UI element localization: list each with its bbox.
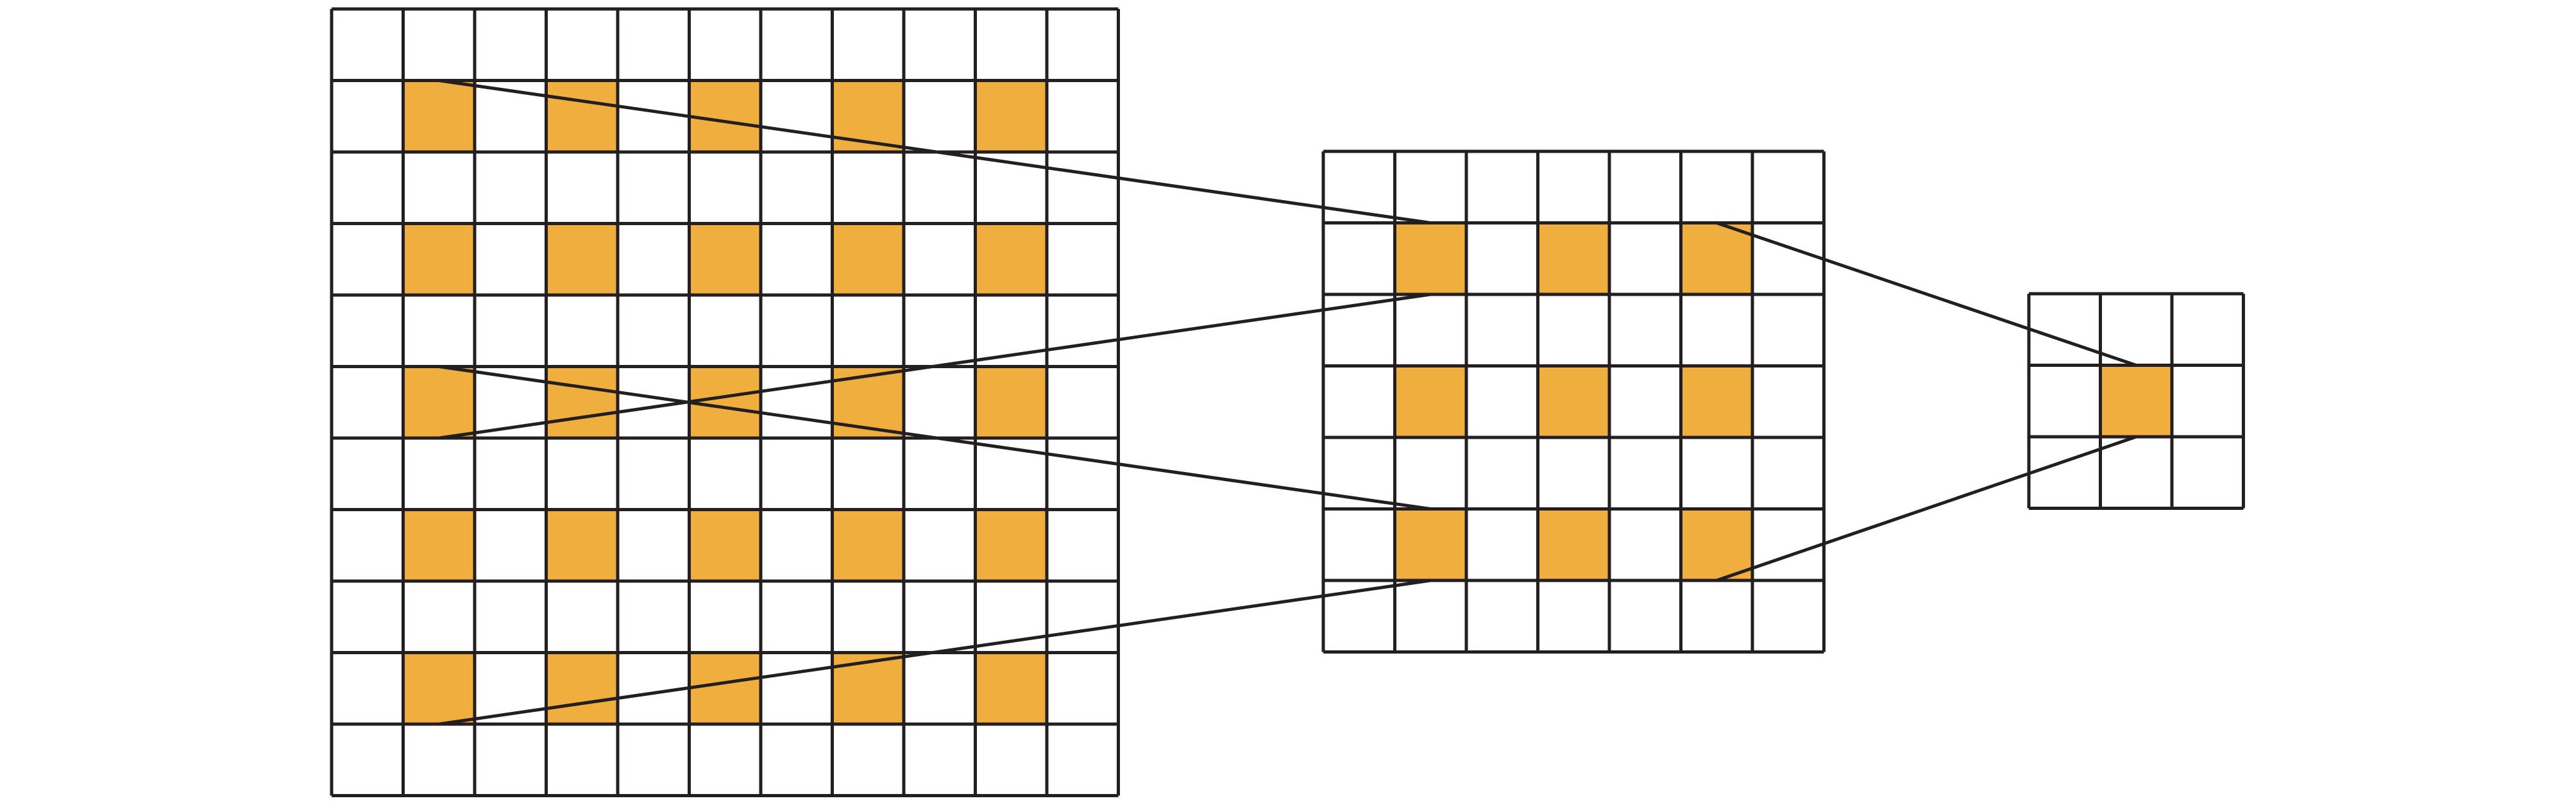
input-grid-highlight-cell (403, 223, 475, 295)
input-grid (330, 7, 1120, 797)
middle-grid-highlight-cell (1538, 366, 1609, 437)
input-grid-highlight-cell (689, 652, 761, 724)
grid-lines-layer (330, 7, 2245, 797)
input-grid-highlight-cell (689, 80, 761, 152)
input-grid-highlight-cell (975, 509, 1047, 581)
receptive-field-connector (1716, 221, 2137, 367)
middle-grid (1321, 149, 1826, 654)
input-grid-highlight-cell (689, 509, 761, 581)
connector-lines-layer (438, 79, 2137, 726)
middle-grid-highlight-cell (1681, 509, 1752, 580)
middle-grid-highlight-cell (1538, 223, 1609, 294)
receptive-field-connector (1716, 435, 2137, 582)
input-grid-highlight-cell (975, 366, 1047, 438)
receptive-field-connector (438, 579, 1431, 726)
input-grid-highlight-cell (546, 223, 618, 295)
input-grid-highlight-cell (975, 223, 1047, 295)
input-grid-highlight-cell (975, 652, 1047, 724)
highlight-cells-layer (403, 80, 2172, 724)
middle-grid-highlight-cell (1394, 223, 1466, 294)
middle-grid-highlight-cell (1681, 366, 1752, 437)
input-grid-highlight-cell (832, 223, 904, 295)
input-grid-highlight-cell (546, 80, 618, 152)
input-grid-highlight-cell (546, 509, 618, 581)
input-grid-highlight-cell (403, 509, 475, 581)
receptive-field-connector (438, 79, 1431, 224)
receptive-field-connector (438, 292, 1431, 440)
input-grid-highlight-cell (403, 366, 475, 438)
input-grid-highlight-cell (403, 652, 475, 724)
input-grid-highlight-cell (546, 366, 618, 438)
middle-grid-highlight-cell (1394, 366, 1466, 437)
input-grid-highlight-cell (403, 80, 475, 152)
receptive-field-connector (438, 365, 1431, 511)
middle-grid-highlight-cell (1681, 223, 1752, 294)
input-grid-highlight-cell (832, 509, 904, 581)
input-grid-highlight-cell (975, 80, 1047, 152)
input-grid-highlight-cell (689, 223, 761, 295)
output-grid-highlight-cell (2100, 365, 2172, 437)
input-grid-highlight-cell (689, 366, 761, 438)
middle-grid-highlight-cell (1538, 509, 1609, 580)
middle-grid-highlight-cell (1394, 509, 1466, 580)
input-grid-highlight-cell (546, 652, 618, 724)
